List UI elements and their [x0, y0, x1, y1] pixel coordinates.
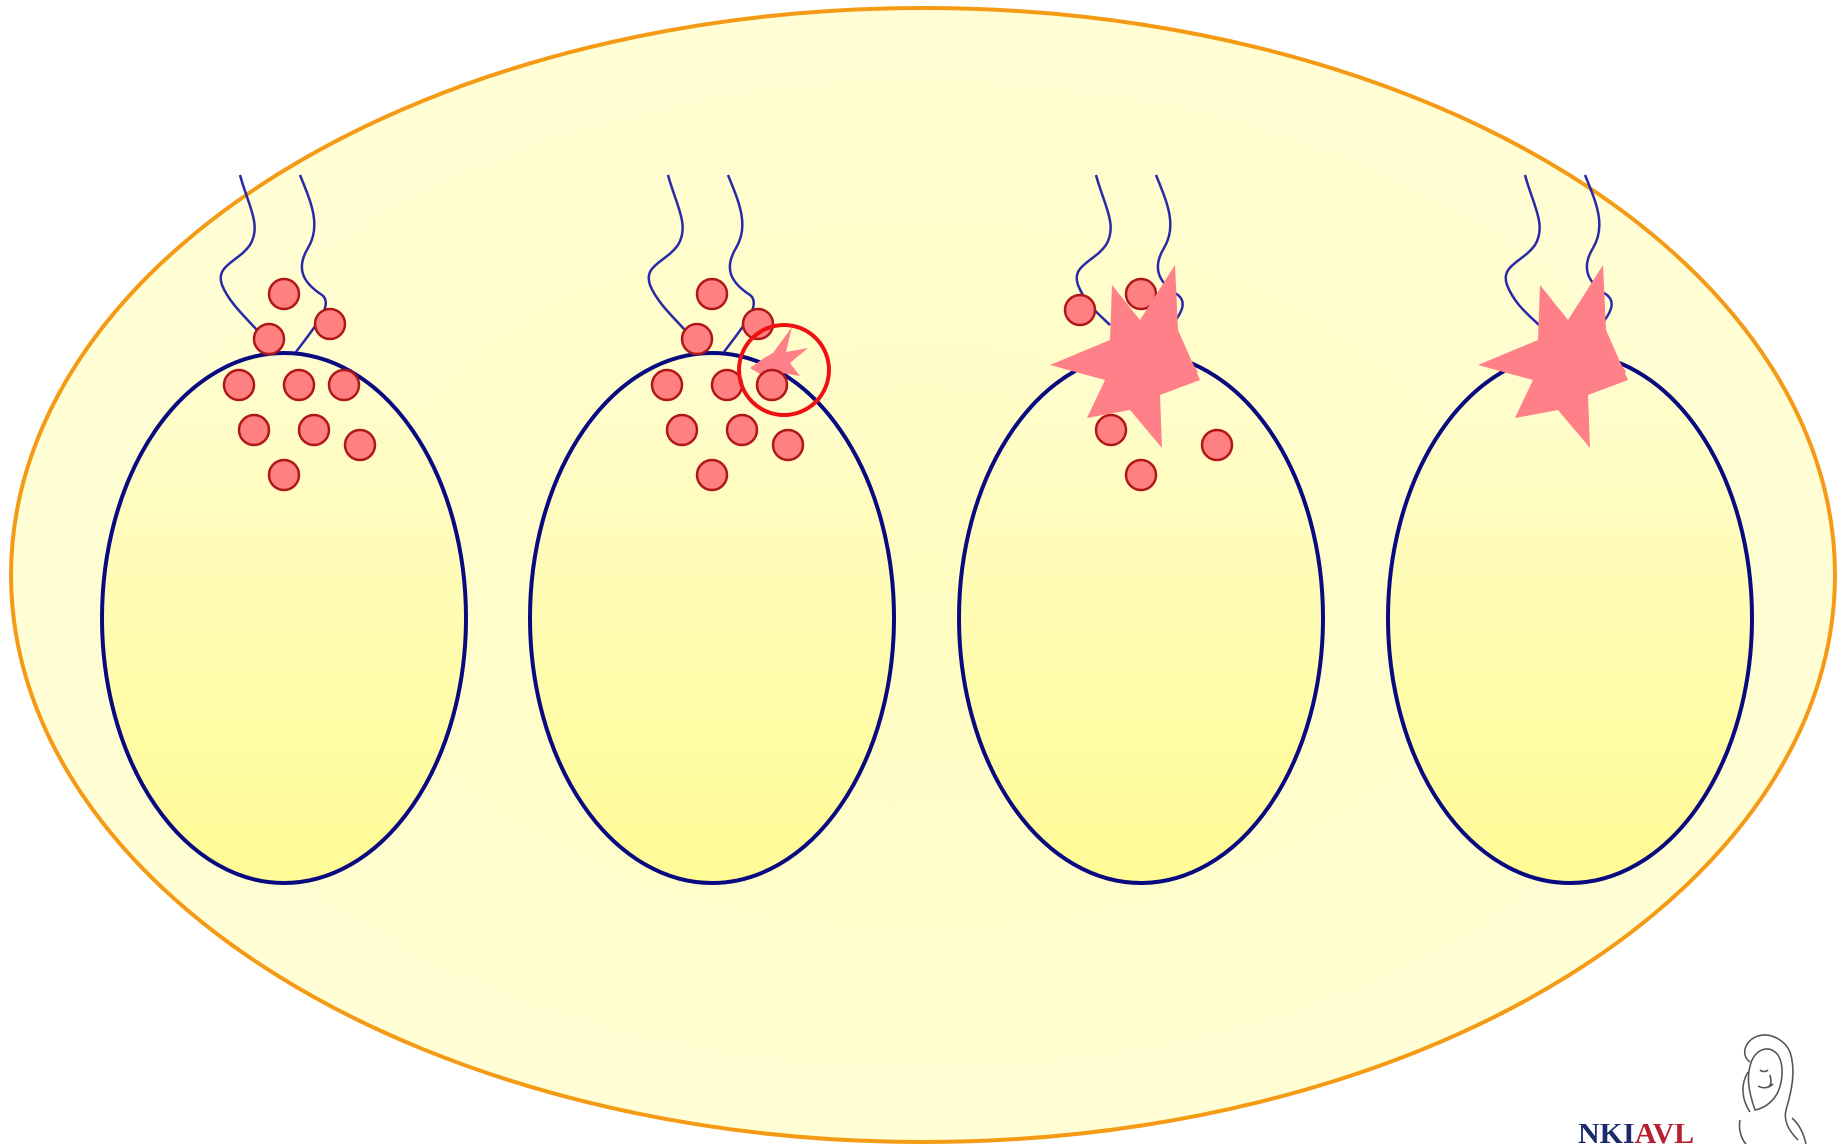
- granule: [697, 279, 727, 309]
- granule: [1065, 295, 1095, 325]
- granule: [345, 430, 375, 460]
- granule: [697, 460, 727, 490]
- granule: [773, 430, 803, 460]
- logo-nki: NKI: [1578, 1124, 1635, 1144]
- granule: [1202, 430, 1232, 460]
- granule: [682, 324, 712, 354]
- granule: [269, 279, 299, 309]
- logo-avl: AVL: [1635, 1124, 1694, 1144]
- granule: [315, 309, 345, 339]
- granule: [254, 324, 284, 354]
- logo-wordmark: NKIAVL: [1578, 1124, 1694, 1144]
- granule: [224, 370, 254, 400]
- cell-4: [1388, 353, 1752, 883]
- cell-1: [102, 353, 466, 883]
- granule: [652, 370, 682, 400]
- granule: [269, 460, 299, 490]
- granule: [1096, 415, 1126, 445]
- granule-fusing: [757, 370, 787, 400]
- granule: [239, 415, 269, 445]
- portrait-sketch-icon: [1739, 1035, 1806, 1144]
- granule: [329, 370, 359, 400]
- granule: [284, 370, 314, 400]
- cell-3: [959, 353, 1323, 883]
- granule: [299, 415, 329, 445]
- granule: [727, 415, 757, 445]
- cell-2: [530, 353, 894, 883]
- granule: [1126, 460, 1156, 490]
- granule: [667, 415, 697, 445]
